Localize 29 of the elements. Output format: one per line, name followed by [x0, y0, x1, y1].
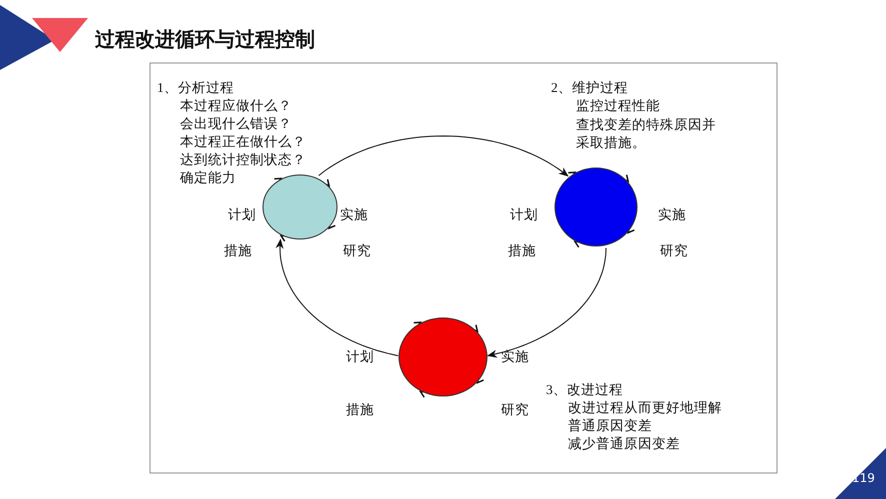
cycle-step-label: 研究 — [501, 402, 529, 418]
cycle-step-label: 措施 — [224, 243, 252, 259]
block-heading: 3、改进过程 — [546, 382, 623, 398]
block-heading: 1、分析过程 — [157, 80, 234, 96]
slide-title: 过程改进循环与过程控制 — [95, 26, 315, 53]
cycle-step-label: 实施 — [340, 207, 368, 223]
cycle-step-label: 研究 — [660, 243, 688, 259]
note-text: 监控过程性能 — [576, 98, 660, 114]
note-text: 达到统计控制状态？ — [180, 152, 306, 168]
cycle-step-label: 计划 — [346, 349, 374, 365]
cycle-step-label: 实施 — [658, 207, 686, 223]
note-text: 普通原因变差 — [568, 418, 652, 434]
note-text: 本过程应做什么？ — [180, 98, 292, 114]
cycle-step-label: 计划 — [510, 207, 538, 223]
cycle-arrow — [318, 136, 569, 177]
cycle-arrow — [276, 238, 399, 356]
cycle-step-label: 研究 — [343, 243, 371, 259]
cycle-arrow — [486, 248, 606, 358]
cycle-step-label: 措施 — [508, 243, 536, 259]
note-text: 会出现什么错误？ — [180, 116, 292, 132]
note-text: 改进过程从而更好地理解 — [568, 400, 722, 416]
cycle-step-label: 实施 — [501, 349, 529, 365]
cycle-step-label: 计划 — [228, 207, 256, 223]
cycle-step-label: 措施 — [346, 402, 374, 418]
note-text: 本过程正在做什么？ — [180, 134, 306, 150]
note-text: 查找变差的特殊原因并采取措施。 — [576, 116, 717, 152]
note-text: 确定能力 — [180, 170, 236, 186]
note-text: 减少普通原因变差 — [568, 436, 680, 452]
block-heading: 2、维护过程 — [551, 80, 628, 96]
